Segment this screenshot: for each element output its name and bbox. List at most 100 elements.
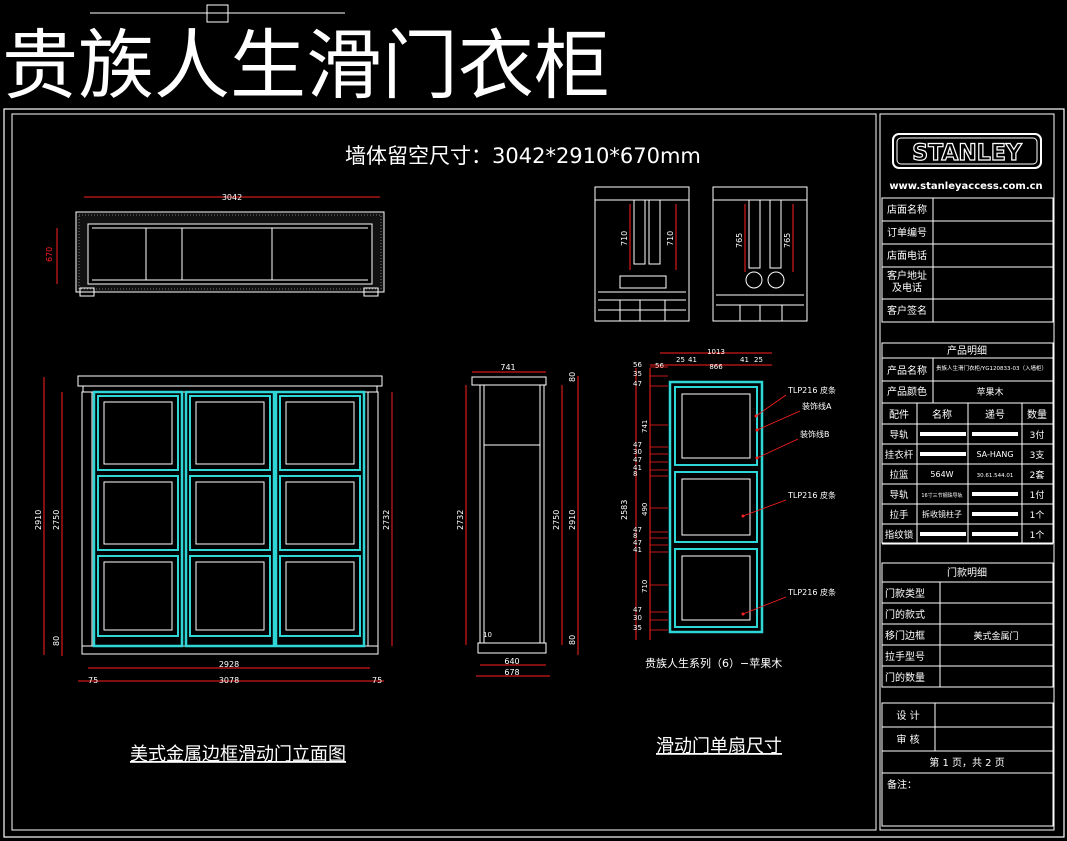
door-panel-inset — [103, 561, 173, 631]
blank-bar — [920, 452, 966, 456]
door-panel-inset — [195, 401, 265, 465]
top-plan-view: 3042 670 — [45, 193, 385, 297]
door-panel-inset — [285, 481, 355, 545]
shop-form-label: 店面名称 — [887, 203, 927, 216]
crown-moulding — [77, 375, 383, 387]
callout-leader — [742, 596, 787, 615]
product-row-qty: 1付 — [1030, 490, 1045, 501]
door-left-dim: 41 — [633, 546, 642, 554]
door-top-dim-c: 41 — [740, 356, 749, 364]
blank-bar — [972, 492, 1018, 496]
wall-hatch — [78, 214, 382, 290]
front-elevation: 2910 2750 80 2732 2928 3078 75 75 美式金属边框… — [34, 375, 393, 765]
door-left-dim: 47 — [633, 441, 642, 449]
section-right-dim-2: 765 — [783, 233, 792, 248]
door-panel-frame — [279, 395, 361, 471]
door-panel: 1013 56 25 41 866 41 25 2583 56354774147… — [620, 348, 836, 757]
product-header: 名称 — [932, 408, 952, 421]
callout-dot — [755, 428, 759, 432]
product-detail-table: 产品明细产品名称贵族人生滑门衣柜/YG120833-03（入墙柜）产品颜色苹果木… — [881, 342, 1054, 545]
callout-dot — [754, 414, 758, 418]
product-header: 递号 — [985, 408, 1005, 421]
door-callout-label: TLP216 皮条 — [787, 587, 836, 597]
outer-border — [3, 108, 1065, 838]
product-row-qty: 3付 — [1030, 430, 1045, 441]
door-detail-value: 美式金属门 — [973, 630, 1018, 642]
product-row-qty: 2套 — [1030, 469, 1045, 481]
door-left-dim: 35 — [633, 370, 642, 378]
product-row-qty: 3支 — [1030, 449, 1045, 461]
product-row-qty: 1个 — [1030, 530, 1045, 541]
front-side-left: 75 — [88, 676, 98, 685]
product-detail-heading: 产品明细 — [947, 344, 987, 357]
callout-leader — [742, 499, 787, 517]
door-detail-label: 门的数量 — [885, 671, 925, 684]
front-side-right: 75 — [372, 676, 382, 685]
product-header: 配件 — [889, 409, 909, 421]
front-elevation-caption: 美式金属边框滑动门立面图 — [130, 744, 346, 765]
product-row-part: 导轨 — [889, 429, 909, 441]
door-panel-inset — [285, 401, 355, 465]
door-detail-label: 门款类型 — [885, 587, 925, 600]
section-right: 765 765 — [712, 186, 808, 322]
door-left-dim: 47 — [633, 526, 642, 534]
shop-form-label: 客户地址及电话 — [887, 269, 927, 294]
wall-opening-text: 墙体留空尺寸：3042*2910*670mm — [345, 144, 701, 168]
door-panel-inset — [195, 481, 265, 545]
shop-form-row — [881, 298, 1054, 323]
blank-bar — [920, 532, 966, 536]
product-row-part: 拉手 — [889, 509, 909, 521]
product-row-part: 挂衣杆 — [885, 449, 914, 461]
front-inner-width: 2928 — [219, 660, 239, 669]
door-leaf-3 — [274, 390, 366, 648]
door-left-dim: 30 — [633, 614, 642, 622]
brand-logo: STANLEY — [912, 141, 1023, 166]
product-name-label: 产品名称 — [887, 364, 927, 377]
side-bottom-dim-1: 640 — [504, 657, 519, 666]
callout-leader — [756, 438, 799, 459]
front-height-total: 2910 — [34, 510, 43, 530]
shop-form-label: 订单编号 — [887, 226, 927, 239]
door-detail-heading: 门款明细 — [947, 566, 987, 579]
door-series-caption: 贵族人生系列（6）−苹果木 — [645, 656, 782, 670]
section-right-dim-1: 765 — [735, 233, 744, 248]
callout-leader — [756, 410, 801, 431]
side-right-dim-inner: 2750 — [552, 510, 561, 530]
section-left: 710 710 — [594, 186, 690, 322]
product-row-code: SA-HANG — [976, 450, 1013, 459]
callout-leader — [755, 394, 787, 417]
door-leaf-2 — [184, 390, 276, 648]
door-panel-inset — [103, 401, 173, 465]
side-bottom-dim-2: 678 — [504, 668, 519, 677]
door-callout-label: 装饰线B — [800, 429, 830, 439]
door-left-dim: 47 — [633, 539, 642, 547]
door-panel-frame — [279, 475, 361, 551]
product-row-qty: 1个 — [1030, 510, 1045, 521]
brand-website: www.stanleyaccess.com.cn — [889, 181, 1042, 192]
blank-bar — [972, 512, 1018, 516]
door-left-dim: 47 — [633, 606, 642, 614]
product-row-part: 指纹锁 — [885, 529, 914, 541]
blank-bar — [920, 432, 966, 436]
door-callout-label: TLP216 皮条 — [787, 385, 836, 395]
product-header: 数量 — [1027, 408, 1047, 421]
door-panel-frame — [189, 555, 271, 637]
door-panel-inset — [103, 481, 173, 545]
side-top-dim: 741 — [500, 363, 515, 372]
shop-form-label: 客户签名 — [887, 304, 927, 317]
product-row-part: 拉篮 — [889, 469, 909, 481]
door-left-dim: 8 — [633, 470, 637, 478]
side-right-dim-total: 2910 — [568, 510, 577, 530]
door-left-dim: 490 — [641, 503, 649, 516]
door-left-dim: 8 — [633, 532, 637, 540]
door-top-dim-b: 41 — [688, 356, 697, 364]
design-label: 设 计 — [896, 709, 919, 722]
door-callout-label: TLP216 皮条 — [787, 490, 836, 500]
door-left-dim: 710 — [641, 580, 649, 593]
door-detail-label: 门的款式 — [885, 608, 925, 621]
door-left-dim: 41 — [633, 464, 642, 472]
door-top-dim-d: 25 — [754, 356, 763, 364]
front-plinth-height: 80 — [52, 636, 61, 646]
